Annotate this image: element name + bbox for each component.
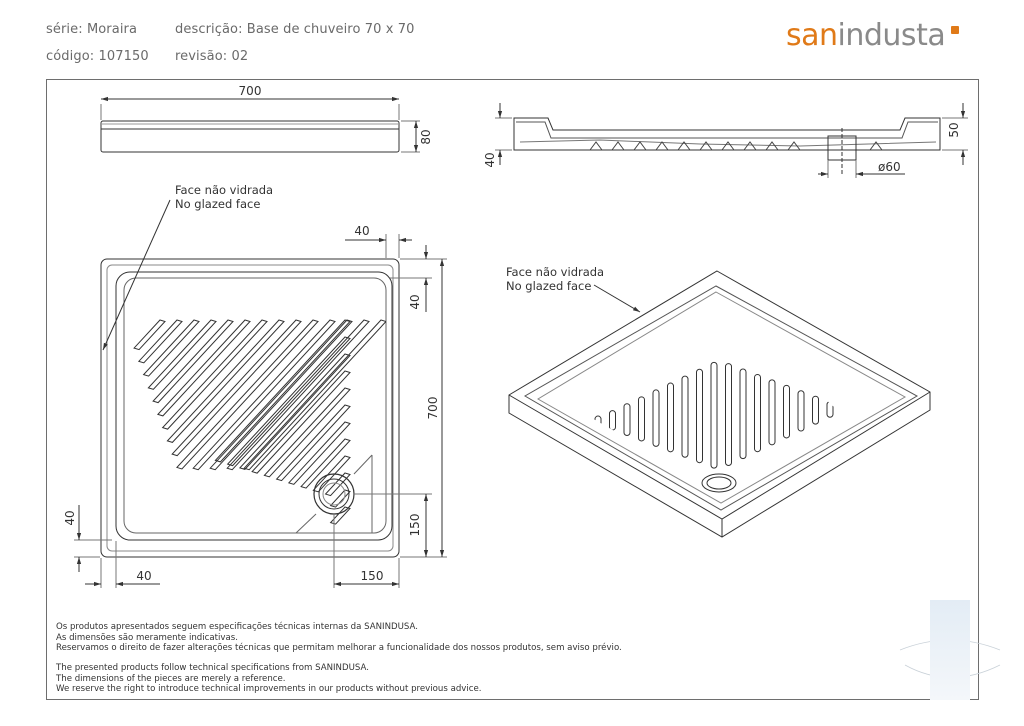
drain-slot [300,438,351,489]
drain-slot [226,319,370,471]
drain-slot [243,319,386,471]
drain-slot [166,319,285,443]
codigo-label: código: 107150 [46,49,149,64]
drain-slot [176,319,319,470]
dim-rim-width: 40 [354,224,369,238]
iso-drain-slot [638,396,645,442]
dim-drain-offset-h: 150 [361,569,384,583]
section-profile [495,103,968,178]
plan-view [100,258,400,558]
serie-label: série: Moraira [46,22,138,37]
drawing-frame [46,79,979,700]
drain-slot [161,319,268,430]
iso-drain-slot [710,361,718,469]
drain-slot [156,319,251,417]
iso-drain-slot [754,373,761,453]
iso-drain-slot [609,410,616,431]
drain-slot [209,319,353,471]
footer-en: The presented products follow technical … [56,663,482,695]
dim-drain-diameter: ø60 [878,160,901,174]
drain-slot [171,319,302,457]
iso-drain-slot [623,403,631,437]
logo-badge-icon [951,26,959,34]
dim-rim-height: 50 [947,122,961,137]
drain-slot [226,336,351,467]
dim-overall-height: 700 [426,397,440,420]
dim-drain-offset-v: 150 [408,514,422,537]
iso-drain-slot [826,401,834,418]
dim-profile-depth: 40 [483,152,497,167]
drain-slot [192,319,336,471]
brand-logo: sanindusta [786,18,946,53]
face-label-pt: Face não vidrada [175,183,273,197]
side-elevation [100,96,420,153]
dim-rim-bottom: 40 [63,510,77,525]
drain-slot [214,319,351,463]
isometric-view [508,270,931,538]
drain-slot [152,319,234,404]
iso-drain-slot [812,395,819,425]
drain-slot [324,472,351,497]
drain-slot [287,421,351,485]
drain-slot [275,404,351,482]
drain-slot [238,353,351,470]
iso-drain-slot [739,368,747,460]
iso-drain-slot [696,368,703,464]
iso-drain-slot [768,379,776,446]
drain-slot [147,319,217,390]
dim-width-top: 700 [239,84,262,98]
iso-drain-slot [681,375,689,458]
watermark-panel [930,600,970,700]
face-label-pt-iso: Face não vidrada [506,265,604,279]
drain-slot [251,370,351,474]
drain-slot [133,319,166,351]
descricao-label: descrição: Base de chuveiro 70 x 70 [175,22,415,37]
iso-drain-slot [783,384,790,439]
face-label-en: No glazed face [175,197,260,211]
revisao-label: revisão: 02 [175,49,249,64]
drain-slot [137,319,183,364]
drain-slot [142,319,200,377]
drain-slot [312,455,351,493]
dim-rim-right: 40 [408,294,422,309]
dim-height-side: 80 [419,129,433,144]
iso-drain-slot [797,390,805,432]
face-label-en-iso: No glazed face [506,279,591,293]
iso-drain-slot [594,415,602,427]
iso-drain-slot [667,382,674,453]
iso-drain-slot [652,389,660,447]
dim-rim-left: 40 [136,569,151,583]
footer-pt: Os produtos apresentados seguem especifi… [56,622,622,654]
iso-drain-slot [725,363,732,466]
drain-slot [263,387,351,478]
